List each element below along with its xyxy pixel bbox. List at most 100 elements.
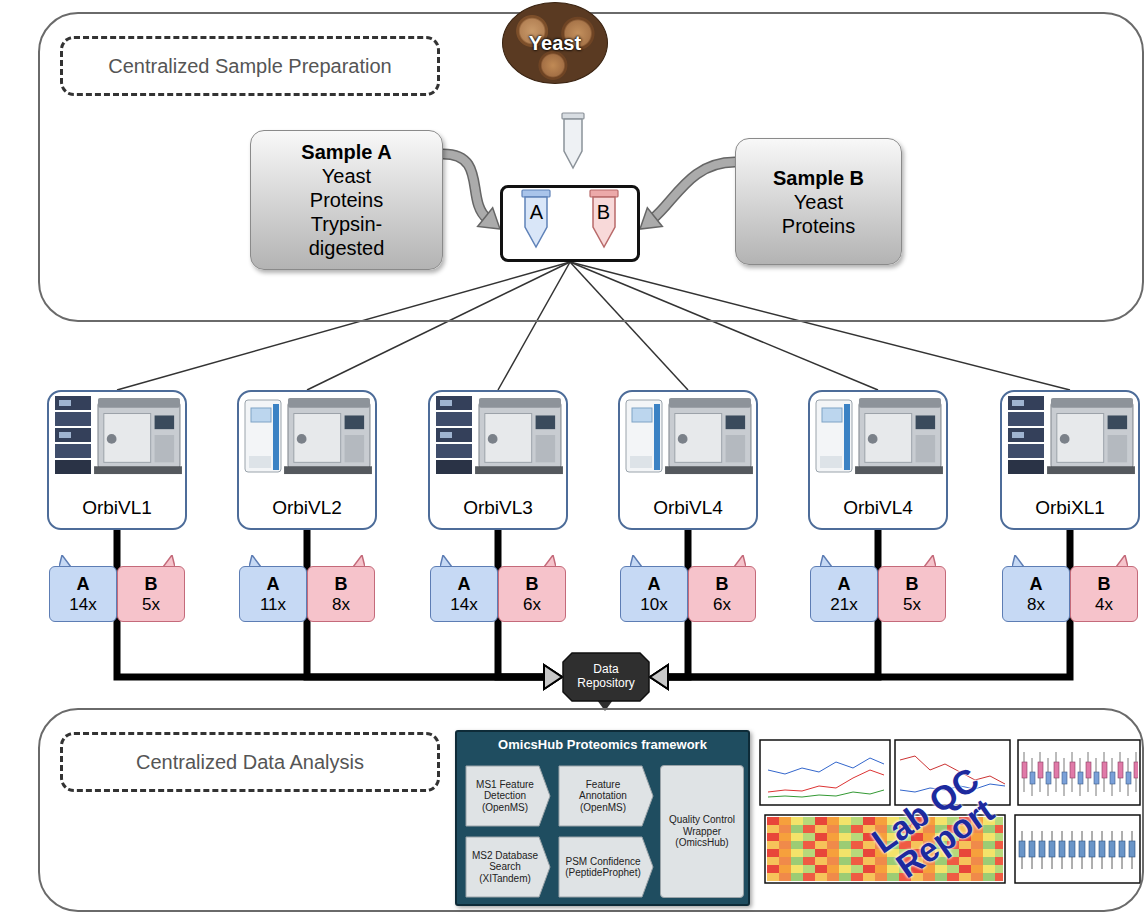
sample-tubes-part: [522, 190, 550, 197]
sample-letter: B: [906, 574, 919, 595]
step-label: Feature Annotation (OpenMS): [563, 779, 643, 814]
run-count: 5x: [903, 595, 921, 615]
pipeline-step: Quality Control Wrapper (OmicsHub): [660, 765, 744, 898]
instrument-icons-part: [855, 398, 943, 474]
run-count-callout: B8x: [307, 566, 375, 622]
sample-tubes-part: [525, 197, 547, 247]
sample-body: Yeast Proteins: [764, 190, 874, 238]
instrument-icons-part: [626, 400, 662, 472]
section-band: Centralized Sample PreparationYeastSampl…: [38, 12, 1144, 322]
instrument-icons-part: [436, 396, 472, 474]
section-heading: Centralized Data Analysis: [60, 732, 440, 792]
instrument-icons-part: [55, 396, 91, 474]
connector: [570, 262, 1070, 390]
instrument-icons-part: [1047, 398, 1135, 474]
instrument-icons-part: [284, 398, 372, 474]
qc-charts-part: [768, 770, 884, 792]
tube-box: AB: [500, 185, 640, 262]
connector: [307, 530, 562, 689]
connector-line: [117, 530, 546, 677]
connector-line: [570, 262, 1070, 390]
run-count: 14x: [450, 595, 477, 615]
instrument-name: OrbiVL2: [272, 497, 342, 519]
run-count-callout: A14x: [49, 566, 117, 622]
sample-tubes-part: [564, 119, 582, 168]
run-count-callout: B5x: [878, 566, 946, 622]
connector: [650, 530, 1070, 689]
connector: [117, 262, 570, 390]
report-stamp: Lab QC Report: [850, 750, 1020, 897]
connector: [307, 262, 570, 390]
run-count: 6x: [713, 595, 731, 615]
connector: [443, 154, 500, 229]
sample-box: Sample BYeast Proteins: [735, 138, 902, 265]
run-count-callout: B6x: [498, 566, 566, 622]
repository-outline: [563, 653, 649, 701]
arrow-head: [544, 665, 562, 689]
sample-letter: B: [526, 574, 539, 595]
connector-line: [570, 262, 878, 390]
sample-title: Sample A: [301, 140, 391, 164]
instrument-box: OrbiVL1: [47, 390, 187, 530]
arrow-head: [650, 665, 668, 689]
sample-letter: A: [458, 574, 471, 595]
connector-line: [570, 262, 688, 390]
run-count-callout: A8x: [1002, 566, 1070, 622]
step-label: PSM Confidence (PeptideProphet): [563, 856, 643, 879]
connector: [498, 262, 570, 390]
instrument-box: OrbiXL1: [1000, 390, 1140, 530]
instrument-name: OrbiXL1: [1035, 497, 1105, 519]
instrument-icons: [55, 396, 1135, 474]
connector: [640, 162, 735, 229]
sample-letter: B: [335, 574, 348, 595]
pipeline-step: MS2 Database Search (XITandem): [465, 836, 551, 898]
sample-body: Yeast Proteins Trypsin-digested: [292, 164, 402, 260]
run-count: 8x: [332, 595, 350, 615]
connector-line: [652, 162, 735, 219]
instrument-name: OrbiVL4: [843, 497, 913, 519]
sample-letter: A: [1030, 574, 1043, 595]
connector: [117, 530, 562, 689]
sample-letter: B: [145, 574, 158, 595]
instrument-icons-part: [94, 398, 182, 474]
connector: [570, 262, 688, 390]
sample-letter: A: [648, 574, 661, 595]
run-count-callout: A21x: [810, 566, 878, 622]
yeast-image: Yeast: [502, 2, 608, 84]
run-count: 10x: [640, 595, 667, 615]
step-label: MS1 Feature Detection (OpenMS): [470, 779, 540, 814]
sample-tubes-part: [590, 190, 618, 197]
sample-tubes: [522, 113, 618, 247]
qc-charts-part: [1018, 740, 1140, 805]
run-count-callout: A11x: [239, 566, 307, 622]
framework-panel: OmicsHub Proteomics frameworkMS1 Feature…: [455, 730, 750, 906]
run-count: 21x: [830, 595, 857, 615]
instrument-icons-part: [665, 398, 753, 474]
instrument-icons-part: [475, 398, 563, 474]
connector: [570, 262, 878, 390]
step-outline: [559, 837, 653, 897]
step-label: Quality Control Wrapper (OmicsHub): [666, 814, 738, 849]
run-count-callout: B4x: [1070, 566, 1138, 622]
connector-line: [498, 262, 570, 390]
arrow-head: [650, 665, 668, 689]
run-count-callout: B6x: [688, 566, 756, 622]
arrow-head: [544, 665, 562, 689]
pipeline-step: MS1 Feature Detection (OpenMS): [465, 765, 551, 827]
section-heading: Centralized Sample Preparation: [60, 36, 440, 96]
repository-badge: Data Repository: [562, 652, 650, 702]
run-count: 6x: [523, 595, 541, 615]
step-outline: [559, 766, 653, 826]
instrument-icons-part: [1008, 396, 1044, 474]
sample-letter: B: [1098, 574, 1111, 595]
pipeline-step: PSM Confidence (PeptideProphet): [558, 836, 654, 898]
run-count: 14x: [69, 595, 96, 615]
callout-tails: [59, 555, 1128, 567]
instrument-box: OrbiVL4: [808, 390, 948, 530]
instrument-name: OrbiVL1: [82, 497, 152, 519]
sample-letter: A: [77, 574, 90, 595]
run-count: 8x: [1027, 595, 1045, 615]
tube-label: A: [530, 202, 543, 222]
sample-tubes-part: [562, 113, 584, 119]
step-outline: [466, 837, 550, 897]
